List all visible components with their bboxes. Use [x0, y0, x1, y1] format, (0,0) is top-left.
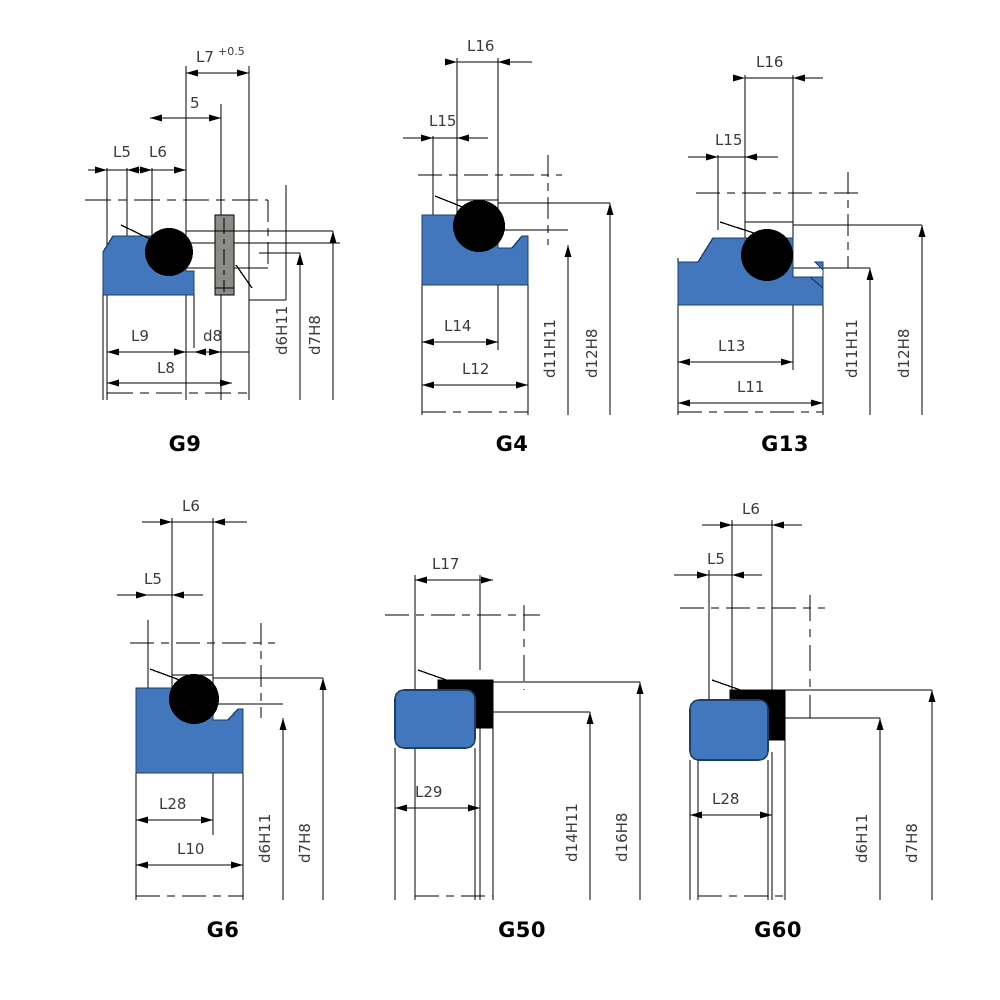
dim-label-l12: L12 — [462, 360, 489, 378]
dim-label-d7h8: d7H8 — [903, 823, 921, 863]
dim-label-l9: L9 — [131, 327, 149, 345]
dim-label-l6: L6 — [742, 500, 760, 518]
dim-label-l8: L8 — [157, 359, 175, 377]
diagram-g4: L16 L15 L14 L12 d11H11 d12H8 G4 — [340, 0, 680, 470]
dim-label-d6h11: d6H11 — [273, 306, 291, 355]
dim-label-d11h11: d11H11 — [541, 319, 559, 378]
dim-label-d12h8: d12H8 — [895, 329, 913, 378]
dim-label-l16: L16 — [756, 53, 783, 71]
leader-line — [417, 669, 453, 683]
dim-label-l6: L6 — [149, 143, 167, 161]
dim-label-l15: L15 — [429, 112, 456, 130]
dim-label-l15: L15 — [715, 131, 742, 149]
dim-label-l28: L28 — [712, 790, 739, 808]
dim-label-l5: L5 — [113, 143, 131, 161]
arrowheads — [95, 69, 337, 387]
dim-label-d11h11: d11H11 — [843, 319, 861, 378]
caption-g6: G6 — [206, 918, 240, 942]
seal-body-blue — [689, 699, 769, 761]
dim-label-d14h11: d14H11 — [563, 803, 581, 862]
caption-g60: G60 — [754, 918, 802, 942]
dim-label-l16: L16 — [467, 37, 494, 55]
dim-label-l5: L5 — [707, 550, 725, 568]
leader-line — [711, 679, 747, 693]
diagram-g6: L6 L5 L28 L10 d6H11 d7H8 G6 — [0, 490, 340, 960]
dim-label-l7-tolerance: +0.5 — [218, 45, 245, 58]
oring-energizer — [453, 200, 505, 252]
diagram-g13: L16 L15 L13 L11 d11H11 d12H8 G13 — [660, 0, 1000, 470]
oring-energizer — [741, 229, 793, 281]
diagram-g50: L17 L29 d14H11 d16H8 G50 — [340, 490, 680, 960]
leader-line — [149, 668, 186, 683]
seal-body-blue — [394, 689, 476, 749]
dim-label-l13: L13 — [718, 337, 745, 355]
leader-line — [235, 264, 253, 289]
dim-label-l28: L28 — [159, 795, 186, 813]
oring-energizer — [169, 674, 219, 724]
arrowheads — [136, 518, 327, 869]
dim-label-l14: L14 — [444, 317, 471, 335]
arrowheads — [690, 521, 936, 819]
dim-label-d7h8: d7H8 — [296, 823, 314, 863]
leader-line — [719, 221, 761, 236]
dim-label-l10: L10 — [177, 840, 204, 858]
dim-label-d16h8: d16H8 — [613, 813, 631, 862]
dim-label-d12h8: d12H8 — [583, 329, 601, 378]
arrowheads — [395, 576, 644, 812]
caption-g9: G9 — [168, 432, 202, 456]
oring-energizer — [145, 228, 193, 276]
dim-label-d6h11: d6H11 — [853, 814, 871, 863]
dim-label-d6h11: d6H11 — [256, 814, 274, 863]
dim-label-l7: L7 — [196, 48, 214, 66]
dim-label-d7h8: d7H8 — [306, 315, 324, 355]
caption-g50: G50 — [498, 918, 546, 942]
diagram-g9: L7 +0.5 5 L5 L6 L9 d8 L8 d6H11 d7H8 G9 — [0, 0, 360, 470]
dim-label-d8: d8 — [203, 327, 222, 345]
dim-label-l5: L5 — [144, 570, 162, 588]
dim-label-l29: L29 — [415, 783, 442, 801]
diagram-g60: L6 L5 L28 d6H11 d7H8 G60 — [650, 490, 1000, 960]
caption-g4: G4 — [495, 432, 529, 456]
leader-line — [434, 195, 471, 211]
arrowheads — [678, 74, 926, 407]
dim-label-l17: L17 — [432, 555, 459, 573]
dim-label-l6: L6 — [182, 497, 200, 515]
dim-label-l11: L11 — [737, 378, 764, 396]
arrowheads — [421, 58, 614, 389]
caption-g13: G13 — [761, 432, 809, 456]
leader-line — [120, 224, 153, 241]
dim-label-5: 5 — [190, 94, 200, 112]
